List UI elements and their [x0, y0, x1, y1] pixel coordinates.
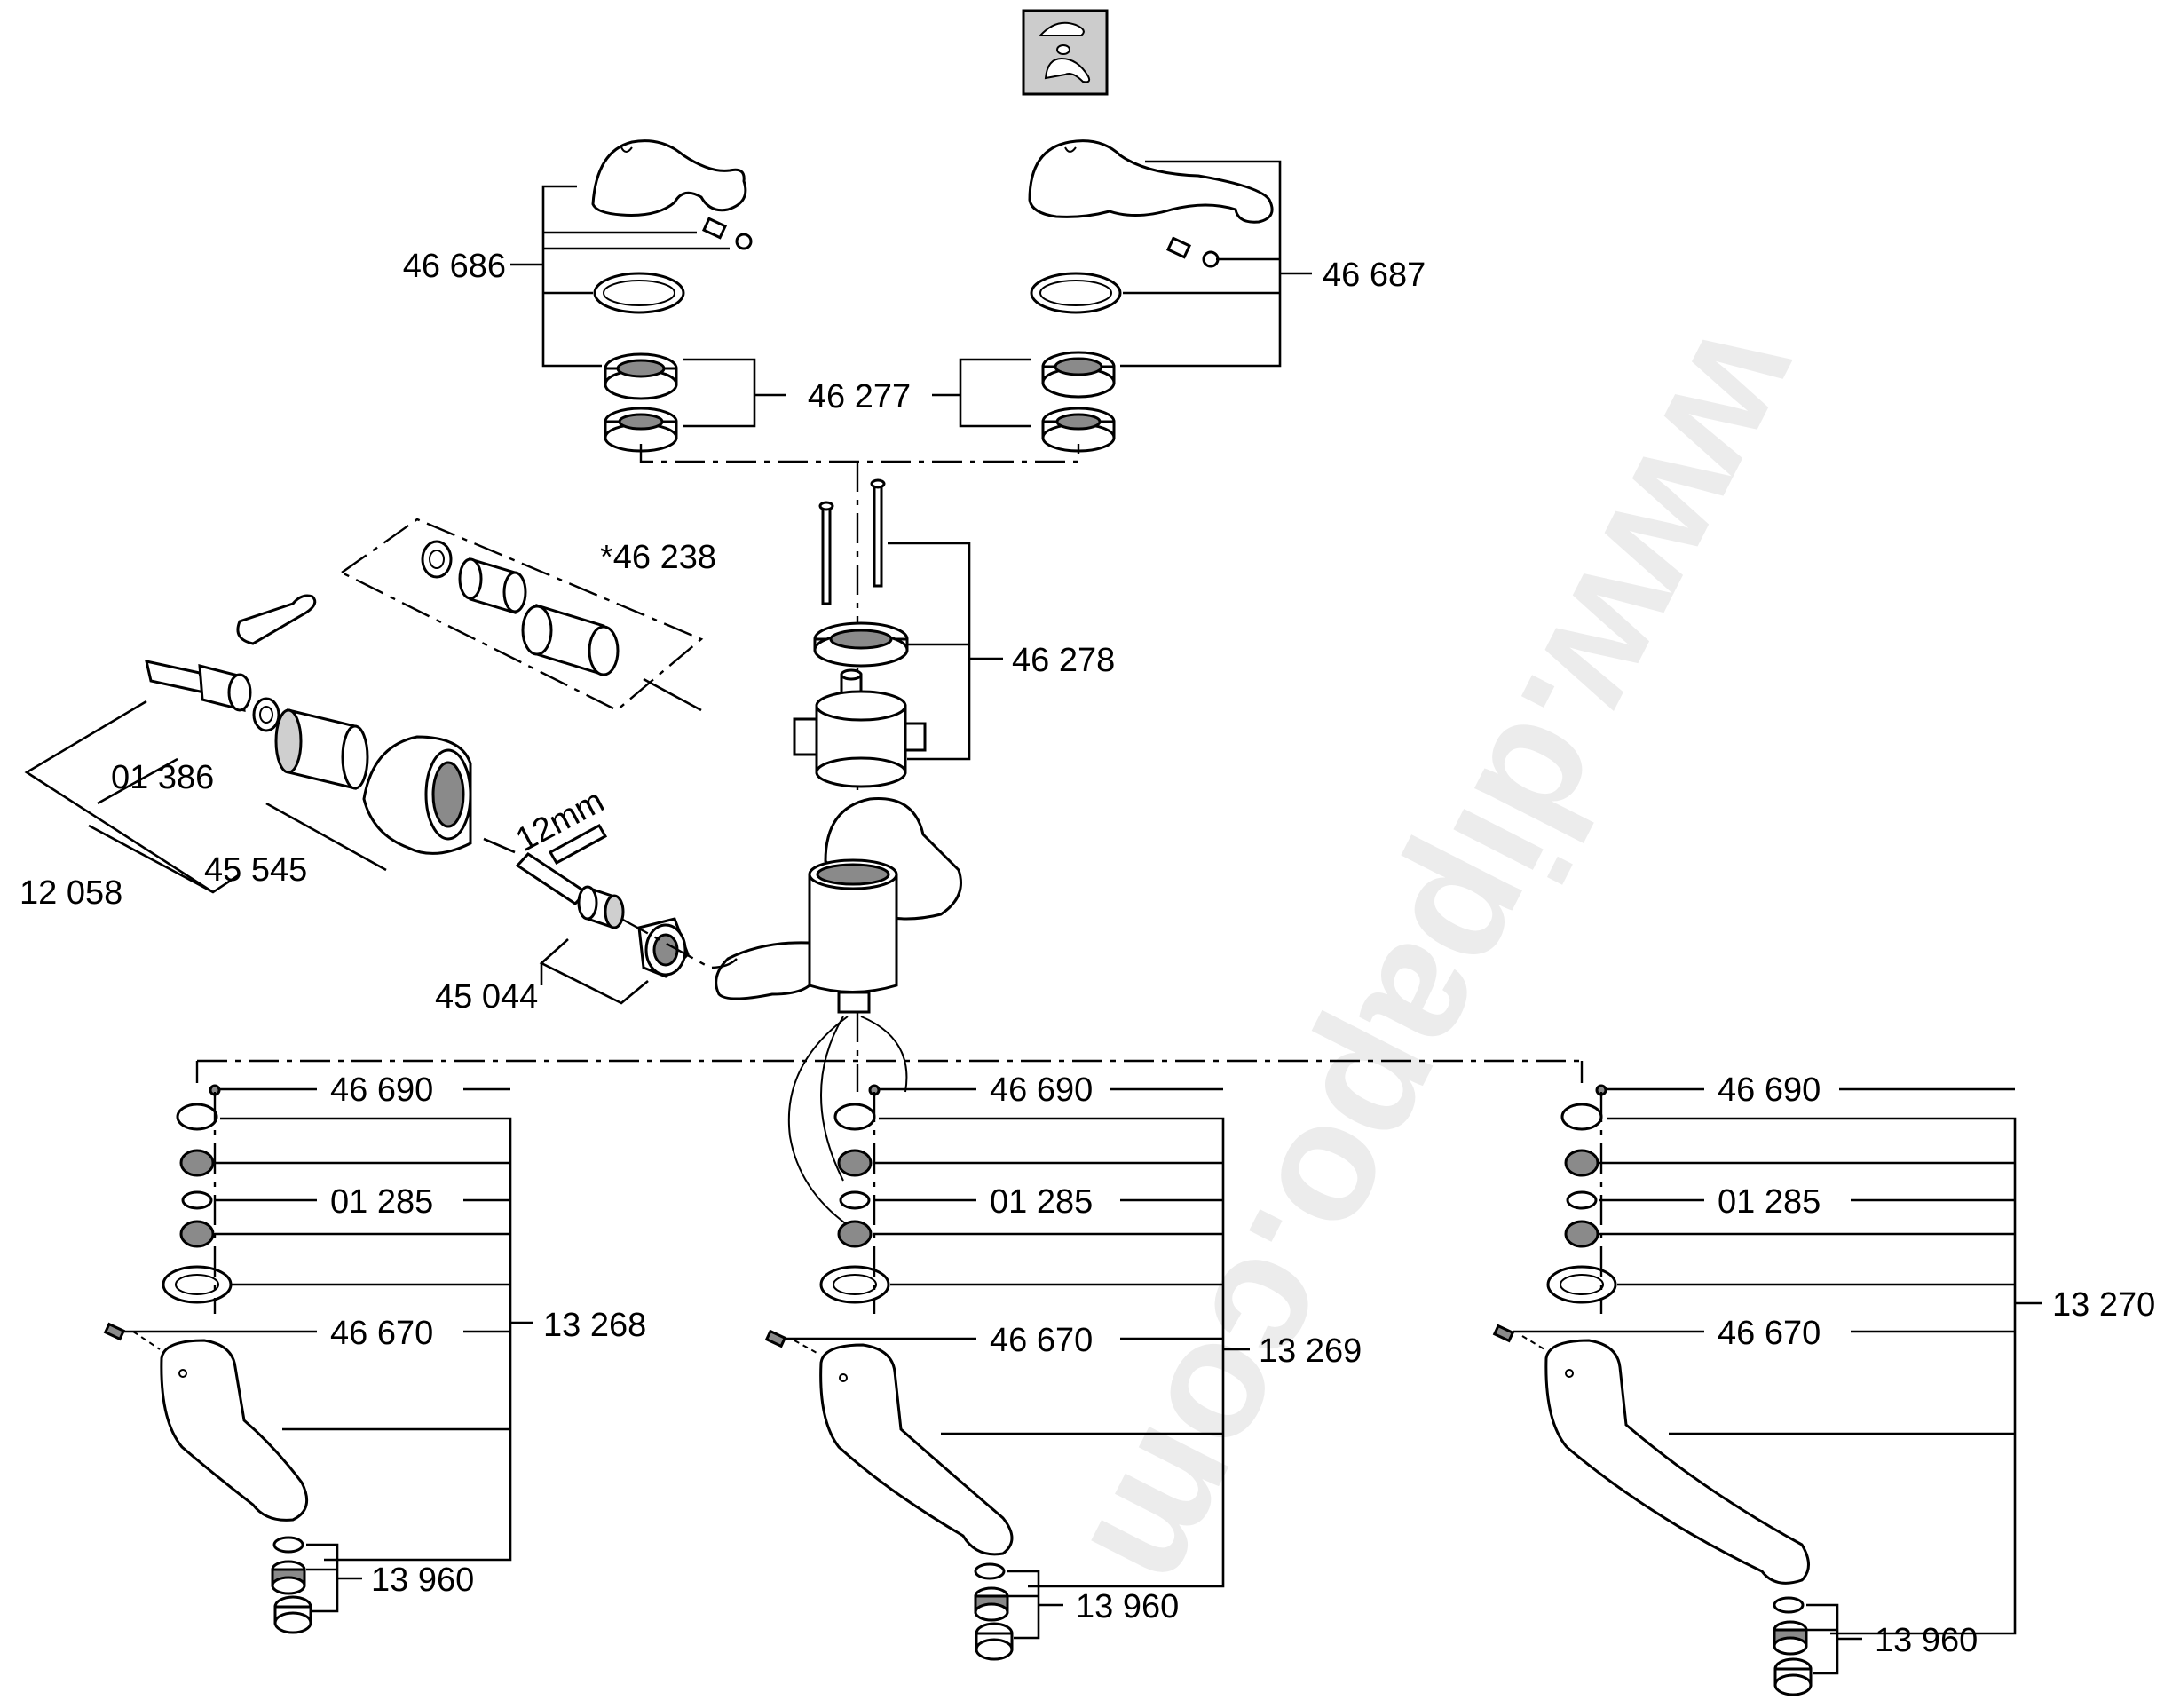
spout-right-group: 46 690 01 285 46 670 13 270 13 960: [1492, 1071, 2155, 1696]
spout-mid-group: 46 690 01 285 46 670 13 269 13 960: [764, 1071, 1362, 1661]
label-connector-small: 01 386: [111, 759, 214, 796]
label-union-nut: 45 044: [435, 978, 538, 1016]
label-spout-right-oring: 01 285: [1718, 1183, 1821, 1221]
label-spout-left-screw: 46 690: [330, 1071, 433, 1109]
screw-right: [1165, 236, 1220, 268]
spout-left-bushing: [176, 1103, 218, 1131]
threaded-nipple: [577, 885, 625, 930]
ring-right: [1030, 272, 1122, 314]
label-spout-left-aerator: 13 960: [371, 1562, 474, 1599]
adapter-left-upper: [604, 352, 678, 400]
adapter-left-lower: [604, 407, 678, 453]
escutcheon-adapter: [274, 708, 369, 790]
handle-right-group: 46 687: [1028, 139, 1426, 453]
label-extension-set: *46 238: [600, 539, 716, 576]
label-spout-mid-aerator: 13 960: [1076, 1588, 1179, 1625]
label-spout-right-set: 13 270: [2052, 1286, 2155, 1324]
label-spout-mid-grub: 46 670: [990, 1322, 1093, 1359]
extension-set-group: *46 238: [339, 518, 716, 712]
label-spout-right-screw: 46 690: [1718, 1071, 1821, 1109]
extension-tube: [458, 557, 527, 615]
hex-connector: [145, 660, 252, 712]
label-escutcheon: 45 545: [204, 851, 307, 889]
label-spout-left-set: 13 268: [543, 1307, 646, 1344]
mixer-body: [715, 797, 962, 1014]
spout-mid-body: [819, 1343, 1014, 1556]
assembly-arrow: [787, 1016, 849, 1226]
spout-left-seal: [162, 1265, 233, 1304]
handle-left-group: 46 686: [403, 139, 753, 453]
key-tool: [236, 594, 317, 645]
spout-mid-aerator: [974, 1586, 1014, 1661]
union-nut: [637, 917, 690, 978]
extension-sleeve: [521, 603, 620, 677]
watermark: www.dipapo.com: [1054, 302, 1848, 1618]
allen-key: 12mm: [483, 782, 610, 905]
screw-left: [701, 217, 753, 250]
label-handle-left: 46 686: [403, 248, 506, 285]
connector-group: 01 386 12 058 45 545: [20, 594, 472, 912]
spout-left-group: 46 690 01 285 46 670 13 268 13 960: [103, 1071, 646, 1634]
label-spout-mid-screw: 46 690: [990, 1071, 1093, 1109]
product-type-icon: [1022, 9, 1109, 96]
label-connector-set: 12 058: [20, 874, 122, 912]
connector-washer: [252, 697, 280, 732]
ceramic-cartridge: [793, 668, 927, 788]
label-spout-mid-set: 13 269: [1259, 1332, 1362, 1370]
lever-handle-left: [591, 139, 747, 217]
label-spout-mid-oring: 01 285: [990, 1183, 1093, 1221]
long-screws: [818, 478, 886, 605]
lever-handle-right: [1028, 139, 1274, 224]
label-handle-right: 46 687: [1323, 257, 1426, 294]
label-adapter-pair: 46 277: [808, 378, 911, 415]
spout-left-aerator: [271, 1560, 312, 1634]
label-cartridge-set: 46 278: [1012, 642, 1115, 679]
adapter-right-lower: [1041, 407, 1116, 453]
spout-right-aerator: [1773, 1620, 1813, 1696]
ring-left: [593, 272, 685, 314]
cartridge-ring: [813, 621, 909, 668]
label-spout-right-grub: 46 670: [1718, 1315, 1821, 1352]
escutcheon-cap: [362, 735, 472, 855]
adapter-right-upper: [1041, 351, 1116, 399]
label-spout-left-oring: 01 285: [330, 1183, 433, 1221]
cartridge-group: 46 278: [793, 478, 1115, 788]
spout-left-body: [160, 1339, 309, 1522]
label-spout-right-aerator: 13 960: [1875, 1622, 1978, 1659]
extension-washer: [421, 540, 453, 579]
spout-right-body: [1544, 1339, 1810, 1585]
union-nut-group: 45 044: [435, 885, 738, 1016]
label-spout-left-grub: 46 670: [330, 1315, 433, 1352]
